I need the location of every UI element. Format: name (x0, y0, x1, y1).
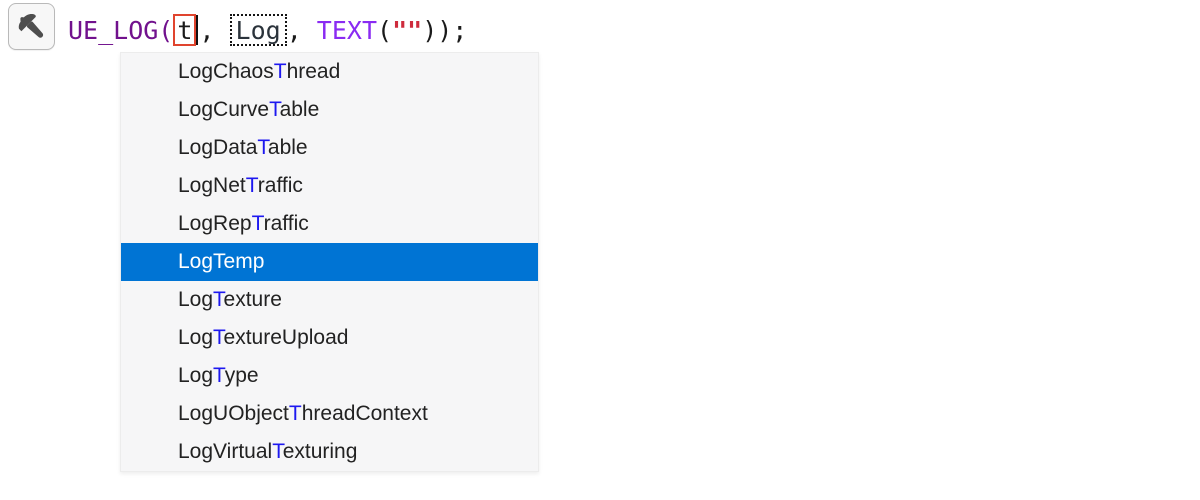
autocomplete-item[interactable]: LogRepTraffic (178, 212, 309, 235)
comma-token: , (199, 15, 230, 45)
autocomplete-item[interactable]: LogUObjectThreadContext (178, 402, 428, 425)
snippet-field-verbosity[interactable]: Log (229, 14, 287, 46)
verbosity-arg-text: Log (235, 15, 281, 45)
text-macro-token: TEXT (316, 15, 378, 45)
autocomplete-item[interactable]: LogVirtualTexturing (178, 440, 358, 463)
active-snippet-field[interactable]: t (173, 14, 197, 46)
macro-token: UE_LOG( (68, 15, 174, 45)
quick-actions-button[interactable] (8, 3, 55, 50)
autocomplete-item[interactable]: LogNetTraffic (178, 174, 303, 197)
category-arg-typed-text: t (177, 15, 193, 45)
autocomplete-item[interactable]: LogTextureUpload (178, 326, 349, 349)
text-caret (196, 15, 199, 45)
code-line[interactable]: UE_LOG( t , Log , TEXT ( "" )); (68, 11, 467, 49)
open-paren-token: ( (377, 15, 393, 45)
autocomplete-item[interactable]: LogChaosThread (178, 60, 341, 83)
comma-token-2: , (286, 15, 317, 45)
autocomplete-item[interactable]: LogType (178, 364, 259, 387)
autocomplete-item[interactable]: LogTexture (178, 288, 282, 311)
close-tokens: )); (422, 15, 468, 45)
autocomplete-item[interactable]: LogDataTable (178, 136, 308, 159)
string-literal-token: "" (392, 15, 423, 45)
autocomplete-item[interactable]: LogCurveTable (178, 98, 320, 121)
autocomplete-item[interactable]: LogTemp (121, 243, 538, 281)
hammer-icon (15, 10, 49, 44)
